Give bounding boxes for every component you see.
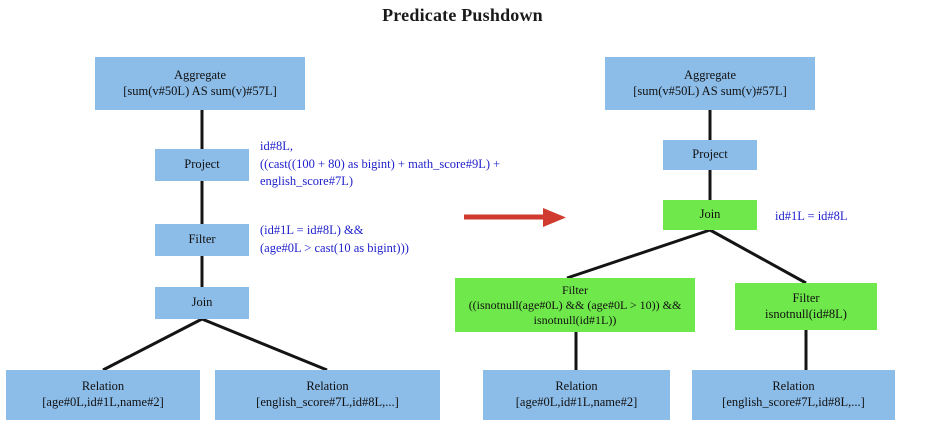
right-node-relation-b-line1: Relation: [772, 379, 815, 394]
right-annotation-join: id#1L = id#8L: [775, 208, 848, 226]
right-node-filter-b-line1: Filter: [792, 290, 820, 305]
right-node-filter-a-line2: ((isnotnull(age#0L) && (age#0L > 10)) &&…: [468, 297, 682, 327]
right-node-relation-a-line1: Relation: [555, 379, 598, 394]
right-node-aggregate-line2: [sum(v#50L) AS sum(v)#57L]: [633, 83, 787, 98]
edge-join-relation-left-a: [102, 317, 203, 372]
left-node-filter[interactable]: Filter: [155, 224, 249, 256]
edge-join-filter-right-a: [566, 228, 711, 280]
left-node-aggregate[interactable]: Aggregate [sum(v#50L) AS sum(v)#57L]: [95, 57, 305, 110]
left-node-relation-a[interactable]: Relation [age#0L,id#1L,name#2]: [6, 370, 200, 420]
left-node-project-label: Project: [184, 157, 220, 172]
right-node-filter-a[interactable]: Filter ((isnotnull(age#0L) && (age#0L > …: [455, 278, 695, 332]
right-node-aggregate[interactable]: Aggregate [sum(v#50L) AS sum(v)#57L]: [605, 57, 815, 110]
right-node-relation-b-line2: [english_score#7L,id#8L,...]: [722, 395, 865, 409]
left-node-aggregate-line1: Aggregate: [173, 67, 227, 82]
right-annotation-join-line1: id#1L = id#8L: [775, 209, 848, 223]
left-annotation-project-line1: id#8L,: [260, 139, 293, 153]
right-node-relation-a[interactable]: Relation [age#0L,id#1L,name#2]: [483, 370, 670, 420]
left-node-relation-b-line1: Relation: [306, 379, 349, 394]
page-title: Predicate Pushdown: [382, 5, 543, 25]
right-node-join-label: Join: [699, 207, 721, 222]
transform-arrow-icon: [464, 208, 566, 227]
left-node-relation-a-line2: [age#0L,id#1L,name#2]: [42, 395, 164, 409]
right-node-project[interactable]: Project: [663, 140, 757, 170]
edge-join-filter-right-b: [709, 228, 807, 285]
left-node-relation-b-line2: [english_score#7L,id#8L,...]: [256, 395, 399, 409]
left-annotation-project-line2: ((cast((100 + 80) as bigint) + math_scor…: [260, 156, 501, 171]
right-node-relation-a-line2: [age#0L,id#1L,name#2]: [515, 395, 638, 409]
right-node-aggregate-line1: Aggregate: [683, 67, 737, 82]
right-node-filter-b[interactable]: Filter isnotnull(id#8L): [735, 283, 877, 330]
left-node-relation-a-line1: Relation: [81, 379, 125, 394]
left-node-relation-b[interactable]: Relation [english_score#7L,id#8L,...]: [215, 370, 440, 420]
right-node-project-label: Project: [692, 147, 728, 162]
right-node-join[interactable]: Join: [663, 200, 757, 230]
left-annotation-filter-line2: (age#0L > cast(10 as bigint))): [260, 240, 409, 255]
left-node-join[interactable]: Join: [155, 287, 249, 319]
left-annotation-filter: (id#1L = id#8L) && (age#0L > cast(10 as …: [260, 222, 409, 257]
left-annotation-project-line3: english_score#7L): [260, 174, 354, 188]
left-node-filter-label: Filter: [188, 232, 216, 247]
right-node-filter-a-line1: Filter: [562, 282, 588, 297]
left-node-project[interactable]: Project: [155, 149, 249, 181]
edge-join-relation-left-b: [201, 317, 328, 372]
left-annotation-project: id#8L, ((cast((100 + 80) as bigint) + ma…: [260, 138, 500, 191]
left-node-join-label: Join: [191, 295, 213, 310]
left-annotation-filter-line1: (id#1L = id#8L) &&: [260, 223, 364, 237]
right-node-relation-b[interactable]: Relation [english_score#7L,id#8L,...]: [692, 370, 895, 420]
left-node-aggregate-line2: [sum(v#50L) AS sum(v)#57L]: [123, 83, 277, 98]
right-node-filter-b-line2: isnotnull(id#8L): [765, 306, 847, 321]
